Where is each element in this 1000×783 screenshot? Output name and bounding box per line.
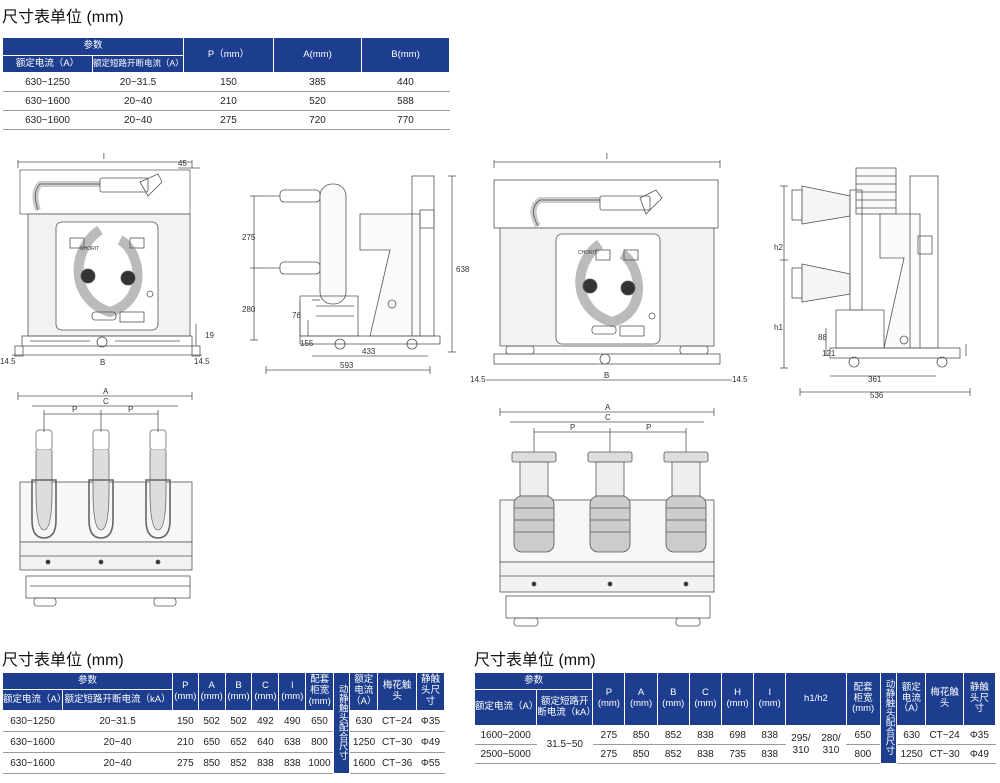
t3-header-c: C(mm): [688, 672, 723, 726]
dimension-table-3: 参数 P(mm) A(mm) B(mm) C(mm) H(mm) I(mm) h…: [473, 672, 997, 764]
t3-h1h2-a: 295/ 310: [785, 725, 816, 764]
dim-275: 275: [242, 233, 256, 242]
dim-45: 45: [178, 159, 187, 168]
top-view-small: [17, 392, 193, 607]
dim-280: 280: [242, 305, 256, 314]
t3-header-contact-fit: 动静触头配合尺寸: [879, 672, 898, 764]
dim-361: 361: [868, 375, 882, 384]
t3-header-a: A(mm): [624, 672, 658, 726]
t3-header-h: H(mm): [720, 672, 755, 726]
t3-header-current: 额定电流（A）: [473, 689, 538, 726]
dim-l-1: l: [103, 152, 105, 161]
dim-h2: h2: [774, 243, 783, 252]
dimension-table-1: 参数 P（mm） A(mm) B(mm) 额定电流（A） 额定短路开断电流（A）…: [1, 37, 451, 130]
dim-14-5-d: 14.5: [732, 375, 748, 384]
dim-433: 433: [362, 347, 376, 356]
dim-p-1: P: [72, 405, 77, 414]
t3-header-p: P(mm): [592, 672, 626, 726]
dim-638: 638: [456, 265, 470, 274]
t2-header-a: A(mm): [197, 672, 226, 711]
brand-logo-text-1: CHORIT: [80, 246, 99, 252]
dim-h1: h1: [774, 323, 783, 332]
dim-593: 593: [340, 361, 354, 370]
dimension-table-title-bottom-right: 尺寸表单位 (mm): [474, 652, 596, 669]
t1-header-a: A(mm): [273, 37, 363, 73]
t2-header-params: 参数: [2, 672, 173, 690]
t1-header-current: 额定电流（A）: [2, 55, 93, 73]
dimension-table-title-bottom-left: 尺寸表单位 (mm): [2, 652, 124, 669]
dim-121: 121: [822, 349, 836, 358]
t3-shared-break: 31.5~50: [536, 725, 593, 764]
t2-header-p: P(mm): [171, 672, 199, 711]
t3-header-cabinet: 配套柜宽(mm): [845, 672, 881, 726]
t2-header-b: B(mm): [224, 672, 253, 711]
dimension-table-title-top: 尺寸表单位 (mm): [2, 9, 124, 26]
t2-header-c: C(mm): [251, 672, 280, 711]
t2-header-break: 额定短路开断电流（kA）: [62, 689, 173, 711]
front-view-small: [12, 160, 202, 357]
dim-14-5-c: 14.5: [470, 375, 486, 384]
front-view-large: [486, 160, 732, 381]
t3-header-break: 额定短路开断电流（kA）: [536, 689, 596, 726]
dim-p-3: P: [570, 423, 575, 432]
t1-header-break: 额定短路开断电流（A）: [91, 55, 185, 73]
dim-a-2: A: [605, 403, 611, 412]
dim-19: 19: [205, 331, 214, 340]
dim-a-1: A: [103, 387, 109, 396]
brand-logo-text-2: CHORIT: [578, 250, 597, 256]
t3-header-b: B(mm): [656, 672, 690, 726]
dim-155: 155: [300, 339, 314, 348]
side-view-small: [250, 175, 456, 374]
t2-header-static: 静触头尺寸: [415, 672, 446, 711]
dim-p-2: P: [128, 405, 133, 414]
dim-88: 88: [818, 333, 827, 342]
t2-header-current: 额定电流（A）: [1, 689, 66, 711]
top-view-large: [499, 408, 715, 627]
t3-header-static: 静触头尺寸: [962, 672, 997, 726]
dim-p-4: P: [646, 423, 651, 432]
t3-header-plum: 梅花触头: [925, 672, 964, 726]
t1-header-params: 参数: [1, 37, 185, 56]
t2-header-contact-fit: 动静触头配合尺寸: [333, 672, 351, 774]
dim-c-1: C: [103, 397, 109, 406]
t2-header-i: l(mm): [278, 672, 307, 711]
dim-14-5-b: 14.5: [194, 357, 210, 366]
dim-14-5-a: 14.5: [0, 357, 16, 366]
dim-l-2: l: [606, 152, 608, 161]
dimension-table-2: 参数 P(mm) A(mm) B(mm) C(mm) l(mm) 配套柜宽(mm…: [1, 672, 446, 774]
t1-header-b: B(mm): [361, 37, 451, 73]
t3-h1h2-b: 280/ 310: [815, 725, 847, 764]
dim-b-1: B: [100, 358, 105, 367]
dim-c-2: C: [605, 413, 611, 422]
t2-header-rated-current: 额定电流（A）: [349, 672, 379, 711]
t2-header-plum: 梅花触头: [377, 672, 417, 711]
side-view-large: [780, 167, 971, 396]
dim-b-2: B: [604, 371, 609, 380]
dim-536: 536: [870, 391, 884, 400]
t3-header-i: I(mm): [753, 672, 787, 726]
t2-header-cabinet: 配套柜宽(mm): [305, 672, 335, 711]
dim-76: 76: [292, 311, 301, 320]
